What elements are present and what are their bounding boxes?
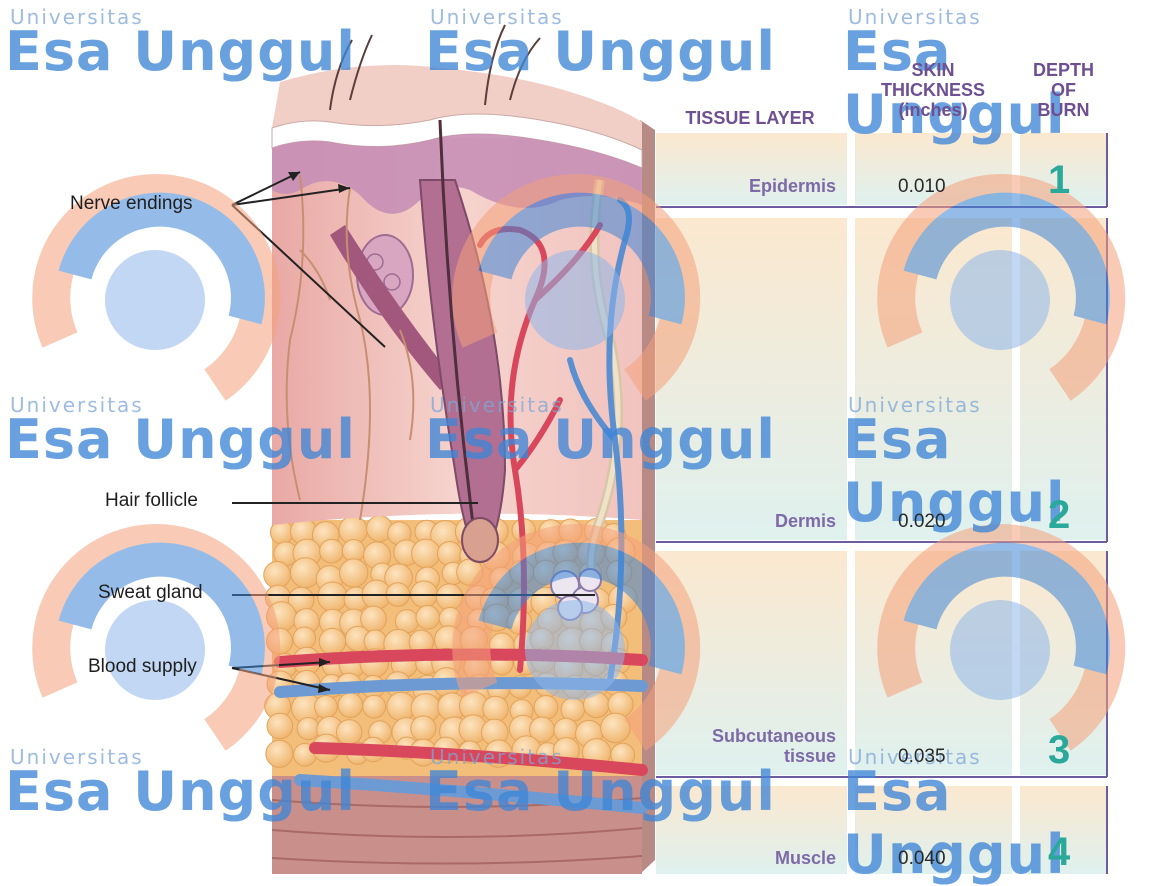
row-muscle-thickness: 0.040 bbox=[898, 848, 946, 870]
fat-cell bbox=[483, 696, 508, 721]
fat-cell bbox=[534, 695, 558, 719]
fat-cell bbox=[293, 627, 315, 649]
fat-cell bbox=[290, 558, 320, 588]
watermark-big: Esa Unggul bbox=[5, 760, 356, 823]
fat-cell bbox=[338, 693, 363, 718]
layer-name: Subcutaneous bbox=[656, 726, 836, 746]
fat-cell bbox=[319, 628, 345, 654]
fat-cell bbox=[336, 720, 361, 745]
fat-cell bbox=[411, 716, 436, 741]
header-depth-line: BURN bbox=[1015, 100, 1112, 120]
row-dermis-depth: 2 bbox=[1048, 493, 1070, 538]
header-skin-thickness-line: (inches) bbox=[852, 100, 1014, 120]
header-skin-thickness: SKIN THICKNESS (inches) bbox=[852, 60, 1014, 120]
row-subcutaneous-depth: 3 bbox=[1048, 728, 1070, 773]
watermark-big: Esa Unggul bbox=[5, 408, 356, 471]
fat-cell bbox=[363, 695, 386, 718]
header-skin-thickness-line: SKIN bbox=[852, 60, 1014, 80]
fat-cell bbox=[318, 582, 347, 611]
row-epidermis-layer: Epidermis bbox=[656, 176, 836, 196]
row-epidermis-depth: 1 bbox=[1048, 158, 1070, 203]
fat-cell bbox=[412, 539, 441, 568]
fat-cell bbox=[601, 713, 631, 743]
header-depth-of-burn: DEPTH OF BURN bbox=[1015, 60, 1112, 120]
row-muscle-layer: Muscle bbox=[656, 848, 836, 868]
layer-name: Epidermis bbox=[656, 176, 836, 196]
header-tissue-layer: TISSUE LAYER bbox=[650, 108, 850, 128]
layer-name: Dermis bbox=[656, 511, 836, 531]
row-epidermis-thickness: 0.010 bbox=[898, 176, 946, 198]
row-subcutaneous-thickness: 0.035 bbox=[898, 746, 946, 768]
hair-bulb bbox=[462, 518, 498, 562]
fat-cell bbox=[297, 717, 319, 739]
label-blood-supply: Blood supply bbox=[88, 656, 197, 678]
watermark-logo bbox=[51, 193, 261, 385]
header-skin-thickness-line: THICKNESS bbox=[852, 80, 1014, 100]
row-muscle-depth: 4 bbox=[1048, 830, 1070, 875]
header-depth-line: OF bbox=[1015, 80, 1112, 100]
fat-cell bbox=[264, 562, 291, 589]
layer-name: Muscle bbox=[656, 848, 836, 868]
watermark-big: Esa Unggul bbox=[843, 760, 1158, 886]
header-depth-line: DEPTH bbox=[1015, 60, 1112, 80]
label-hair-follicle: Hair follicle bbox=[105, 490, 198, 512]
fat-cell bbox=[267, 713, 293, 739]
label-nerve-endings: Nerve endings bbox=[70, 193, 193, 215]
layer-name: tissue bbox=[656, 746, 836, 766]
fat-cell bbox=[416, 606, 440, 630]
fat-cell bbox=[437, 541, 461, 565]
row-dermis-thickness: 0.020 bbox=[898, 511, 946, 533]
fat-cell bbox=[315, 695, 338, 718]
watermark-logo bbox=[51, 543, 261, 735]
watermark-big: Esa Unggul bbox=[843, 408, 1158, 534]
fat-cell bbox=[436, 584, 462, 610]
watermark-big: Esa Unggul bbox=[425, 760, 776, 823]
watermark-big: Esa Unggul bbox=[425, 408, 776, 471]
fat-cell bbox=[340, 559, 368, 587]
row-subcutaneous-layer: Subcutaneous tissue bbox=[656, 726, 836, 766]
label-sweat-gland: Sweat gland bbox=[98, 582, 203, 604]
fat-cell bbox=[320, 539, 344, 563]
watermark-big: Esa Unggul bbox=[5, 20, 356, 83]
watermark-big: Esa Unggul bbox=[425, 20, 776, 83]
row-dermis-layer: Dermis bbox=[656, 511, 836, 531]
